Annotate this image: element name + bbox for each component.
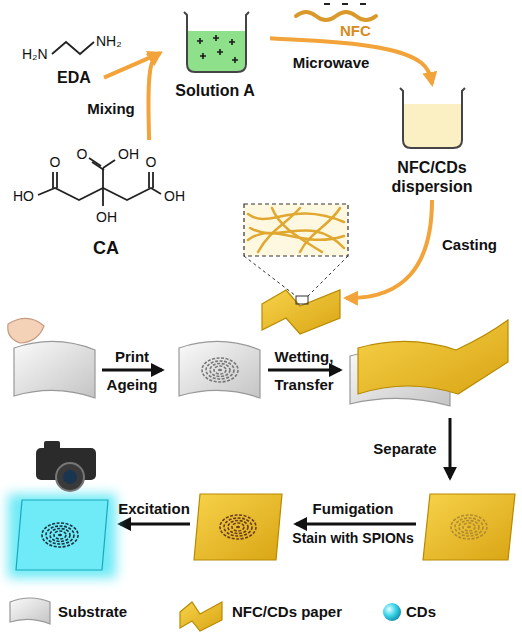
double-bond [52, 172, 54, 188]
step-label: Print [115, 348, 149, 365]
bond [102, 168, 104, 188]
process-arrow [268, 369, 340, 372]
eda-bonds [52, 42, 94, 54]
plus-sign [229, 39, 235, 45]
step-label: Wetting, [275, 348, 334, 365]
step-label: Stain with SPIONs [292, 530, 413, 546]
nfc-paper-slide [194, 494, 282, 560]
legend-substrate-sample [10, 598, 50, 624]
camera-lens [56, 463, 84, 491]
substrate [179, 341, 260, 398]
molecule-name: EDA [44, 66, 104, 89]
atom-label: NH₂ [96, 33, 122, 49]
nfc-paper-slide [423, 494, 515, 560]
beaker-node: Solution A [160, 8, 270, 100]
process-arrow [449, 418, 452, 478]
step-label: Casting [442, 236, 497, 253]
step-label: Excitation [118, 500, 190, 517]
plus-sign [232, 57, 238, 63]
fingerprint [220, 515, 256, 539]
bond [102, 188, 104, 206]
process-arrow [270, 38, 432, 84]
edge-label: Mixing [85, 100, 137, 117]
process-arrow [120, 523, 190, 526]
atom-label: OH [164, 188, 185, 204]
node-text: CA [93, 238, 119, 260]
edge-label: Microwave [291, 54, 372, 71]
plus-sign [200, 53, 206, 59]
step-label: Separate [373, 440, 436, 457]
zoom-leader [308, 256, 348, 296]
plus-sign [197, 38, 203, 44]
glowing-slide [16, 500, 108, 570]
zoom-spot [296, 296, 308, 304]
negative-charges [324, 3, 366, 5]
fiber-mesh [248, 208, 344, 252]
green-liquid [187, 31, 245, 71]
finger [8, 318, 44, 343]
double-bond [56, 172, 58, 188]
beaker-outline [400, 88, 465, 148]
step-label: Transfer [274, 376, 333, 393]
bond [103, 160, 115, 168]
process-arrow [346, 200, 432, 298]
lens-glass [63, 470, 77, 484]
legend-text: CDs [406, 603, 436, 620]
beaker-outline [184, 12, 249, 72]
plus-sign [217, 49, 223, 55]
bond-chain [38, 188, 161, 200]
atom-label: HO [13, 188, 34, 204]
plus-sign [213, 35, 219, 41]
process-arrow [296, 523, 416, 526]
atom-label: O [77, 146, 88, 162]
camera [36, 441, 96, 491]
atom-label: O [146, 154, 157, 170]
zoom-leader [244, 256, 296, 296]
node-text: Solution A [175, 81, 254, 100]
node-text: EDA [57, 68, 91, 87]
positive-charges [197, 35, 238, 63]
minus-sign [324, 3, 330, 5]
beaker-node: NFC/CDs dispersion [379, 84, 485, 196]
process-arrow [102, 369, 162, 372]
step-label: Fumigation [313, 500, 394, 517]
double-bond [92, 162, 104, 170]
minus-sign [360, 3, 366, 5]
nfc-paper [262, 290, 340, 334]
fingerprint [202, 358, 238, 382]
nfc-paper [358, 320, 508, 394]
zoom-box [244, 204, 348, 256]
fluorescence-glow [8, 494, 116, 578]
cream-liquid [403, 104, 461, 147]
fingerprint [42, 523, 78, 547]
minus-sign [342, 3, 348, 5]
substrate [14, 341, 95, 398]
node-text: NFC/CDs dispersion [379, 158, 485, 196]
atom-label: OH [96, 209, 117, 225]
fiber [272, 208, 322, 252]
step-label: Ageing [107, 376, 158, 393]
double-bond [152, 172, 154, 188]
legend-text: Substrate [58, 603, 127, 620]
fiber [250, 228, 344, 248]
material-label: NFC [340, 22, 371, 39]
atom-label: O [50, 154, 61, 170]
legend-text: NFC/CDs paper [232, 603, 342, 620]
nfc-fiber [296, 12, 376, 20]
legend-cd-sample [383, 603, 401, 621]
atom-label: OH [118, 146, 139, 162]
process-arrow [148, 53, 160, 140]
double-bond [148, 172, 150, 188]
process-arrow [104, 53, 160, 78]
atom-label: H₂N [22, 46, 48, 62]
fingerprint [451, 515, 487, 539]
legend-paper-sample [180, 602, 222, 631]
